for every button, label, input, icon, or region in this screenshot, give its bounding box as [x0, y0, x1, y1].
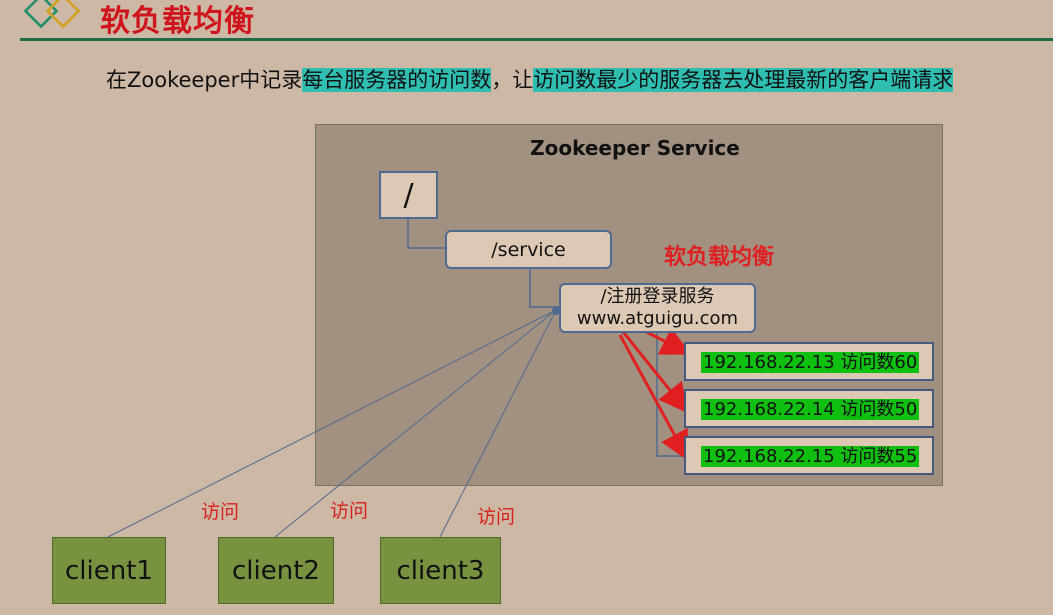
- subtitle-part-1: 在Zookeeper中记录: [106, 68, 303, 92]
- client1-connection: [107, 309, 557, 538]
- subtitle-part-2: ，让: [491, 68, 534, 92]
- zookeeper-service-title: Zookeeper Service: [530, 136, 740, 160]
- register-node-path: /注册登录服务: [600, 286, 715, 307]
- register-node-domain: www.atguigu.com: [576, 308, 739, 329]
- service-to-register-connector: [529, 269, 559, 308]
- subtitle: 在Zookeeper中记录每台服务器的访问数，让访问数最少的服务器去处理最新的客…: [106, 64, 954, 94]
- register-to-servers-connector: [656, 333, 684, 457]
- load-balance-label: 软负载均衡: [664, 245, 775, 270]
- arrow-to-server-3: [618, 334, 689, 462]
- title-divider: [20, 38, 1053, 41]
- client-connection-point: [552, 307, 560, 315]
- root-node: /: [379, 171, 438, 219]
- client3-connection: [439, 309, 557, 538]
- page-title: 软负载均衡: [100, 4, 255, 39]
- register-service-node: /注册登录服务 www.atguigu.com: [559, 283, 756, 333]
- subtitle-highlight-2: 访问数最少的服务器去处理最新的客户端请求: [533, 68, 954, 92]
- server-3-label: 192.168.22.15 访问数55: [701, 446, 920, 467]
- service-node: /service: [445, 230, 612, 269]
- arrow-to-server-2: [618, 327, 689, 414]
- server-1-label: 192.168.22.13 访问数60: [701, 352, 920, 373]
- client-1-box: client1: [52, 537, 166, 604]
- subtitle-highlight-1: 每台服务器的访问数: [302, 68, 492, 92]
- server-2-label: 192.168.22.14 访问数50: [701, 399, 920, 420]
- client-2-box: client2: [218, 537, 334, 604]
- root-to-service-connector: [407, 219, 445, 249]
- server-node-2: 192.168.22.14 访问数50: [684, 389, 934, 428]
- visit-label-2: 访问: [330, 500, 369, 522]
- server-node-3: 192.168.22.15 访问数55: [684, 436, 934, 475]
- client2-connection: [274, 309, 557, 538]
- client-3-box: client3: [380, 537, 501, 604]
- server-node-1: 192.168.22.13 访问数60: [684, 342, 934, 381]
- visit-label-3: 访问: [477, 506, 516, 528]
- visit-label-1: 访问: [201, 501, 240, 523]
- logo-icon: [23, 0, 81, 29]
